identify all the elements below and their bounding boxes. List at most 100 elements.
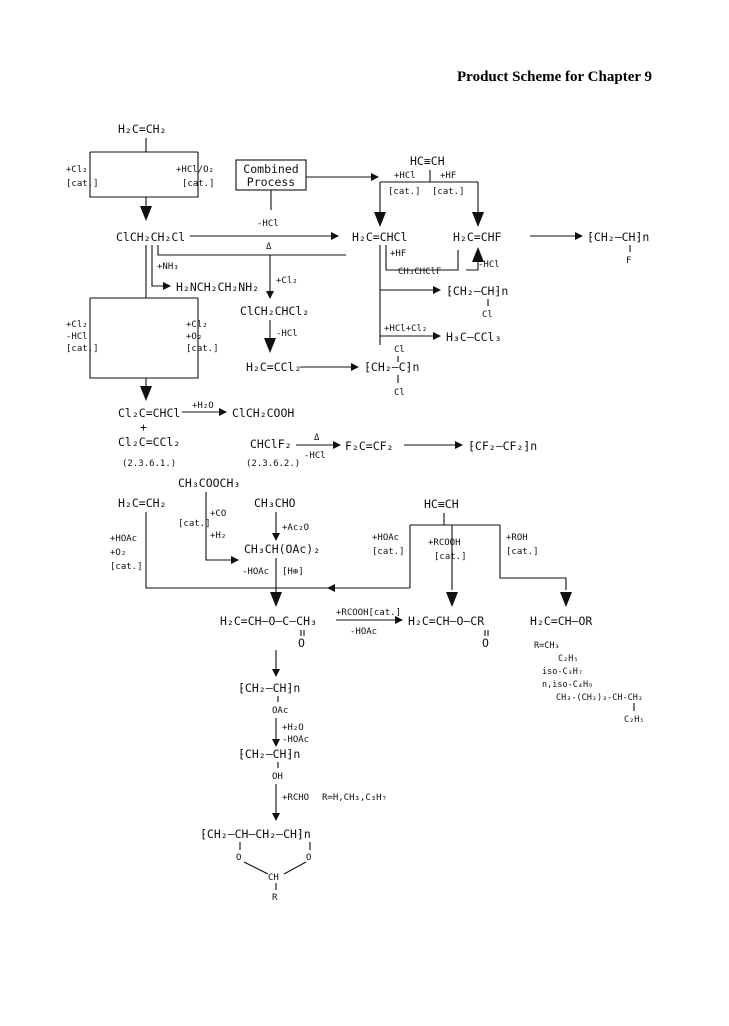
- cond-hf-top: +HF: [440, 171, 456, 181]
- cond-o2: +O₂: [186, 332, 202, 342]
- cond-minus-hcl-box: -HCl: [257, 219, 279, 229]
- cond-hcl-o2: +HCl/O₂: [176, 165, 214, 175]
- cond-rcho: +RCHO: [282, 793, 309, 803]
- va-carbonyl-bond: [300, 630, 305, 636]
- cond-cat-7: [cat.]: [178, 519, 211, 529]
- cond-hf-vc: +HF: [390, 249, 406, 259]
- acetylene-mid: HC≡CH: [424, 497, 459, 511]
- acetal-ch: CH: [268, 873, 279, 883]
- r-list-item: CH₃-(CH₂)₃-CH-CH₂: [556, 693, 643, 703]
- cond-cat-6: [cat.]: [186, 344, 219, 354]
- vinyl-ether: H₂C=CH–OR: [530, 614, 592, 628]
- cond-cat-2: [cat.]: [182, 179, 215, 189]
- cond-co: +CO: [210, 509, 226, 519]
- cond-cat-8: [cat.]: [110, 562, 143, 572]
- polyvinyl-acetal: ⁅CH₂–CH–CH₂–CH⁆n: [200, 827, 311, 841]
- arrow-up-to-vf: [472, 247, 484, 262]
- combined-process-box: [235, 159, 307, 191]
- trichloroethylene: Cl₂C=CHCl: [118, 406, 180, 420]
- cond-h2: +H₂: [210, 531, 226, 541]
- ref-2361: (2.3.6.1.): [122, 459, 176, 469]
- ch3chclf-up-line: [466, 262, 479, 271]
- cond-cl2-left: +Cl₂: [66, 320, 88, 330]
- vinylidene-chloride: H₂C=CCl₂: [246, 360, 301, 374]
- cond-minus-hcl-vf: -HCl: [478, 260, 500, 270]
- vc-hf-branch: [385, 245, 459, 271]
- arrow-to-vf: [472, 212, 484, 227]
- acetylene-top: HC≡CH: [410, 154, 445, 168]
- ref-2362: (2.3.6.2.): [246, 459, 300, 469]
- cond-cat-10: [cat.]: [434, 552, 467, 562]
- cond-cl2-mid: +Cl₂: [276, 276, 298, 286]
- acetylene-mid-lines: [409, 513, 567, 590]
- chclf2: CHClF₂: [250, 437, 292, 451]
- r-list-item: C₂H₅: [624, 715, 644, 725]
- arrow-to-vc: [374, 212, 386, 227]
- chlorination-lines: [89, 297, 199, 379]
- cond-rcooh: +RCOOH: [428, 538, 461, 548]
- pva-sub: OH: [272, 772, 283, 782]
- cond-ac2o: +Ac₂O: [282, 523, 309, 533]
- acetal-o-left: O: [236, 853, 241, 863]
- arrow-to-vdc: [264, 338, 276, 353]
- dce-to-vc-branch: [157, 245, 346, 256]
- cond-cat-9: [cat.]: [372, 547, 405, 557]
- ve-carbonyl-bond: [484, 630, 489, 636]
- vinyl-chloride: H₂C=CHCl: [352, 230, 407, 244]
- chloroacetic-acid: ClCH₂COOH: [232, 406, 294, 420]
- pvc-sub: Cl: [482, 310, 493, 320]
- ve-carbonyl-o: O: [482, 636, 489, 650]
- cond-h2o-2: +H₂O: [282, 723, 304, 733]
- methyl-acetate: CH₃COOCH₃: [178, 476, 240, 490]
- cond-delta: Δ: [266, 242, 272, 252]
- vinyl-fluoride: H₂C=CHF: [453, 230, 502, 244]
- cond-hoac-1: +HOAc: [110, 534, 137, 544]
- cond-minus-hcl-f: -HCl: [304, 451, 326, 461]
- ch3chclf: CH₃CHClF: [398, 267, 441, 277]
- ethylenediamine: H₂NCH₂CH₂NH₂: [176, 280, 259, 294]
- cond-rcooh-cat: +RCOOH[cat.]: [336, 608, 401, 618]
- cond-hoac-2: +HOAc: [372, 533, 399, 543]
- vinyl-acetate: H₂C=CH–O–C–CH₃: [220, 614, 317, 628]
- acetal-o-bonds: [239, 842, 311, 850]
- box-line-2: Process: [247, 175, 295, 189]
- cond-o2-2: +O₂: [110, 548, 126, 558]
- r-list-item: n,iso-C₄H₉: [542, 680, 593, 690]
- box-line-1: Combined: [243, 162, 298, 176]
- pvdc: ⁅CH₂–C⁆n: [364, 360, 419, 374]
- acetal-ring-bonds: [243, 861, 307, 875]
- ethylene-mid: H₂C=CH₂: [118, 496, 166, 510]
- r-list-item: iso-C₃H₇: [542, 667, 583, 677]
- cond-delta-2: Δ: [314, 433, 320, 443]
- va-carbonyl-o: O: [298, 636, 305, 650]
- rcho-r: R=H,CH₃,C₃H₇: [322, 793, 387, 803]
- dichloroethane: ClCH₂CH₂Cl: [116, 230, 185, 244]
- cond-h2o: +H₂O: [192, 401, 214, 411]
- arrow-to-dce: [140, 206, 152, 221]
- r-list-item: R=CH₃: [534, 641, 560, 651]
- cond-minus-hcl-left: -HCl: [66, 332, 88, 342]
- cond-cat-11: [cat.]: [506, 547, 539, 557]
- cond-minus-hoac-2: -HOAc: [350, 627, 377, 637]
- acetal-r: R: [272, 893, 278, 903]
- cond-hcl-top: +HCl: [394, 171, 416, 181]
- cond-cat-5: [cat.]: [66, 344, 99, 354]
- ethylene-top: H₂C=CH₂: [118, 122, 166, 136]
- acetaldehyde: CH₃CHO: [254, 496, 296, 510]
- cond-nh3: +NH₃: [157, 262, 179, 272]
- arrow-to-vether: [560, 592, 572, 607]
- cond-cat-4: [cat.]: [432, 187, 465, 197]
- cond-minus-hcl-tca: -HCl: [276, 329, 298, 339]
- arrow-to-vam: [270, 592, 282, 607]
- page-title: Product Scheme for Chapter 9: [457, 69, 652, 85]
- acetylene-split-lines: [379, 170, 479, 212]
- arrow-to-vester: [446, 592, 458, 607]
- ethylidene-diacetate: CH₃CH(OAc)₂: [244, 542, 320, 556]
- cond-hplus: [H⊕]: [282, 567, 304, 577]
- acetal-o-right: O: [306, 853, 311, 863]
- ethylene-split-lines: [89, 138, 199, 198]
- pvdc-sub-bottom: Cl: [394, 388, 405, 398]
- plus-sign: +: [140, 420, 147, 434]
- cond-cat-3: [cat.]: [388, 187, 421, 197]
